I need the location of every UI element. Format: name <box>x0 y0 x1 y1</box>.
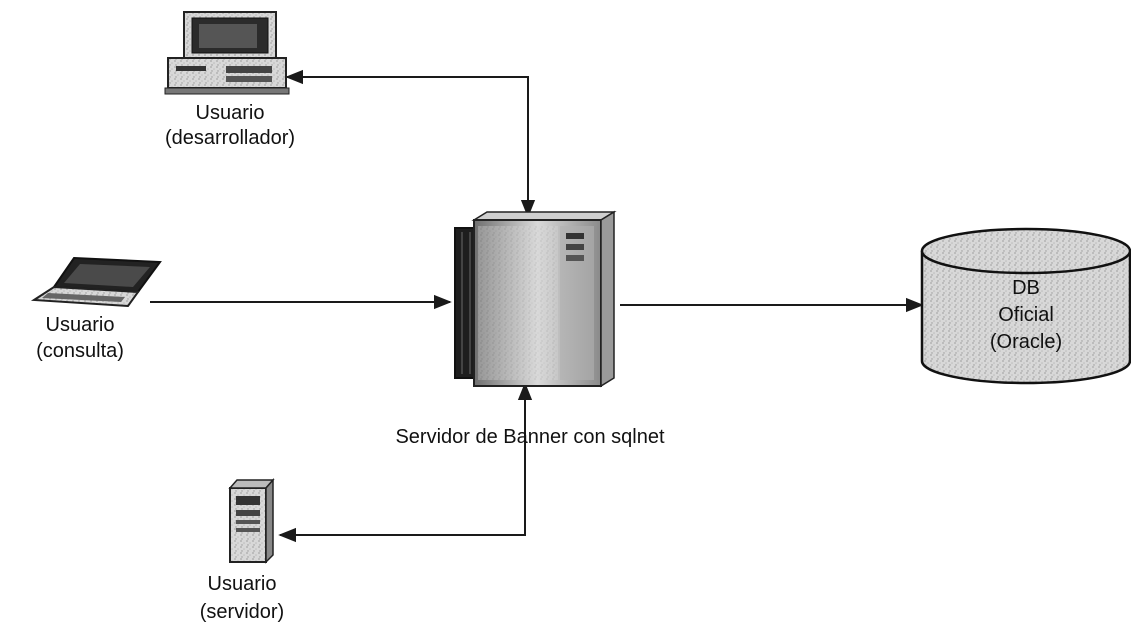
tower-server-icon <box>230 480 273 562</box>
query-label-line2: (consulta) <box>36 340 124 362</box>
database-label-line2: Oficial <box>998 304 1054 326</box>
server-user-label-line1: Usuario <box>208 573 277 595</box>
database-label-line3: (Oracle) <box>990 331 1062 353</box>
developer-label-line2: (desarrollador) <box>165 127 295 149</box>
desktop-computer-icon <box>165 12 289 94</box>
connector-serveruser-server <box>280 384 525 535</box>
developer-label-line1: Usuario <box>196 102 265 124</box>
database-label-line1: DB <box>1012 277 1040 299</box>
mainframe-server-icon <box>455 212 614 386</box>
banner-server-label: Servidor de Banner con sqlnet <box>395 426 664 448</box>
query-label-line1: Usuario <box>46 314 115 336</box>
server-user-label-line2: (servidor) <box>200 601 284 623</box>
connector-developer-server <box>287 77 528 216</box>
laptop-icon <box>34 258 160 306</box>
